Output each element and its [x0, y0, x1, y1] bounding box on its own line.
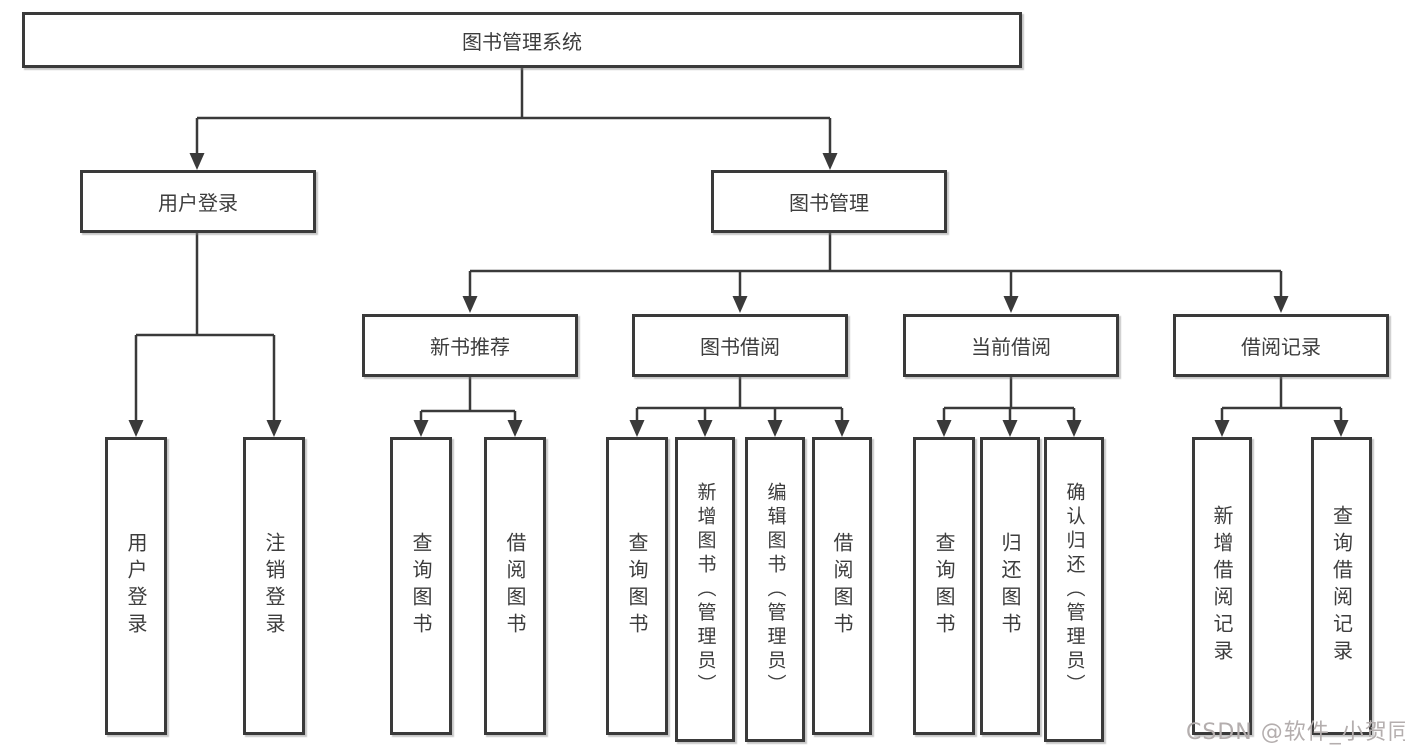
node-label: 当前借阅 — [971, 335, 1051, 359]
node-current-borrowing: 当前借阅 — [903, 314, 1119, 377]
node-leaf-user-login: 用户登录 — [105, 437, 167, 735]
node-label: 图书借阅 — [700, 335, 780, 359]
node-leaf-query-borrow-record: 查询借阅记录 — [1311, 437, 1372, 735]
node-leaf-confirm-return-admin: 确认归还（管理员） — [1044, 437, 1104, 742]
node-leaf-add-book-admin: 新增图书（管理员） — [675, 437, 735, 742]
node-label: 编辑图书（管理员） — [764, 481, 787, 698]
node-label: 查询借阅记录 — [1329, 505, 1354, 667]
node-label: 确认归还（管理员） — [1063, 481, 1086, 698]
node-label: 图书管理 — [789, 191, 869, 215]
node-leaf-borrow-books-borrow: 借阅图书 — [812, 437, 872, 735]
watermark: CSDN @软件_小贺同学 — [1186, 720, 1405, 745]
node-leaf-query-books-recommend: 查询图书 — [390, 437, 452, 735]
node-label: 查询图书 — [409, 532, 433, 640]
node-label: 查询图书 — [625, 532, 649, 640]
node-label: 用户登录 — [124, 532, 148, 640]
node-new-book-recommendation: 新书推荐 — [362, 314, 578, 377]
node-library-management-system: 图书管理系统 — [22, 12, 1022, 68]
node-label: 注销登录 — [262, 532, 286, 640]
node-label: 图书管理系统 — [462, 29, 582, 54]
node-label: 查询图书 — [932, 532, 956, 640]
node-leaf-edit-book-admin: 编辑图书（管理员） — [745, 437, 805, 742]
node-book-management: 图书管理 — [711, 170, 947, 233]
node-leaf-logout: 注销登录 — [243, 437, 305, 735]
node-user-login: 用户登录 — [80, 170, 316, 233]
node-label: 借阅图书 — [830, 532, 854, 640]
node-label: 归还图书 — [998, 532, 1022, 640]
node-leaf-borrow-books-recommend: 借阅图书 — [484, 437, 546, 735]
node-leaf-query-books-borrow: 查询图书 — [606, 437, 668, 735]
node-label: 借阅图书 — [503, 532, 527, 640]
node-leaf-return-book: 归还图书 — [980, 437, 1040, 735]
node-label: 用户登录 — [158, 191, 238, 215]
node-label: 新书推荐 — [430, 335, 510, 359]
node-label: 新增图书（管理员） — [694, 481, 717, 698]
node-label: 借阅记录 — [1241, 335, 1321, 359]
node-borrowing-records: 借阅记录 — [1173, 314, 1389, 377]
node-label: 新增借阅记录 — [1210, 505, 1234, 667]
node-leaf-query-books-current: 查询图书 — [913, 437, 975, 735]
node-book-borrowing: 图书借阅 — [632, 314, 848, 377]
node-leaf-add-borrow-record: 新增借阅记录 — [1192, 437, 1252, 735]
